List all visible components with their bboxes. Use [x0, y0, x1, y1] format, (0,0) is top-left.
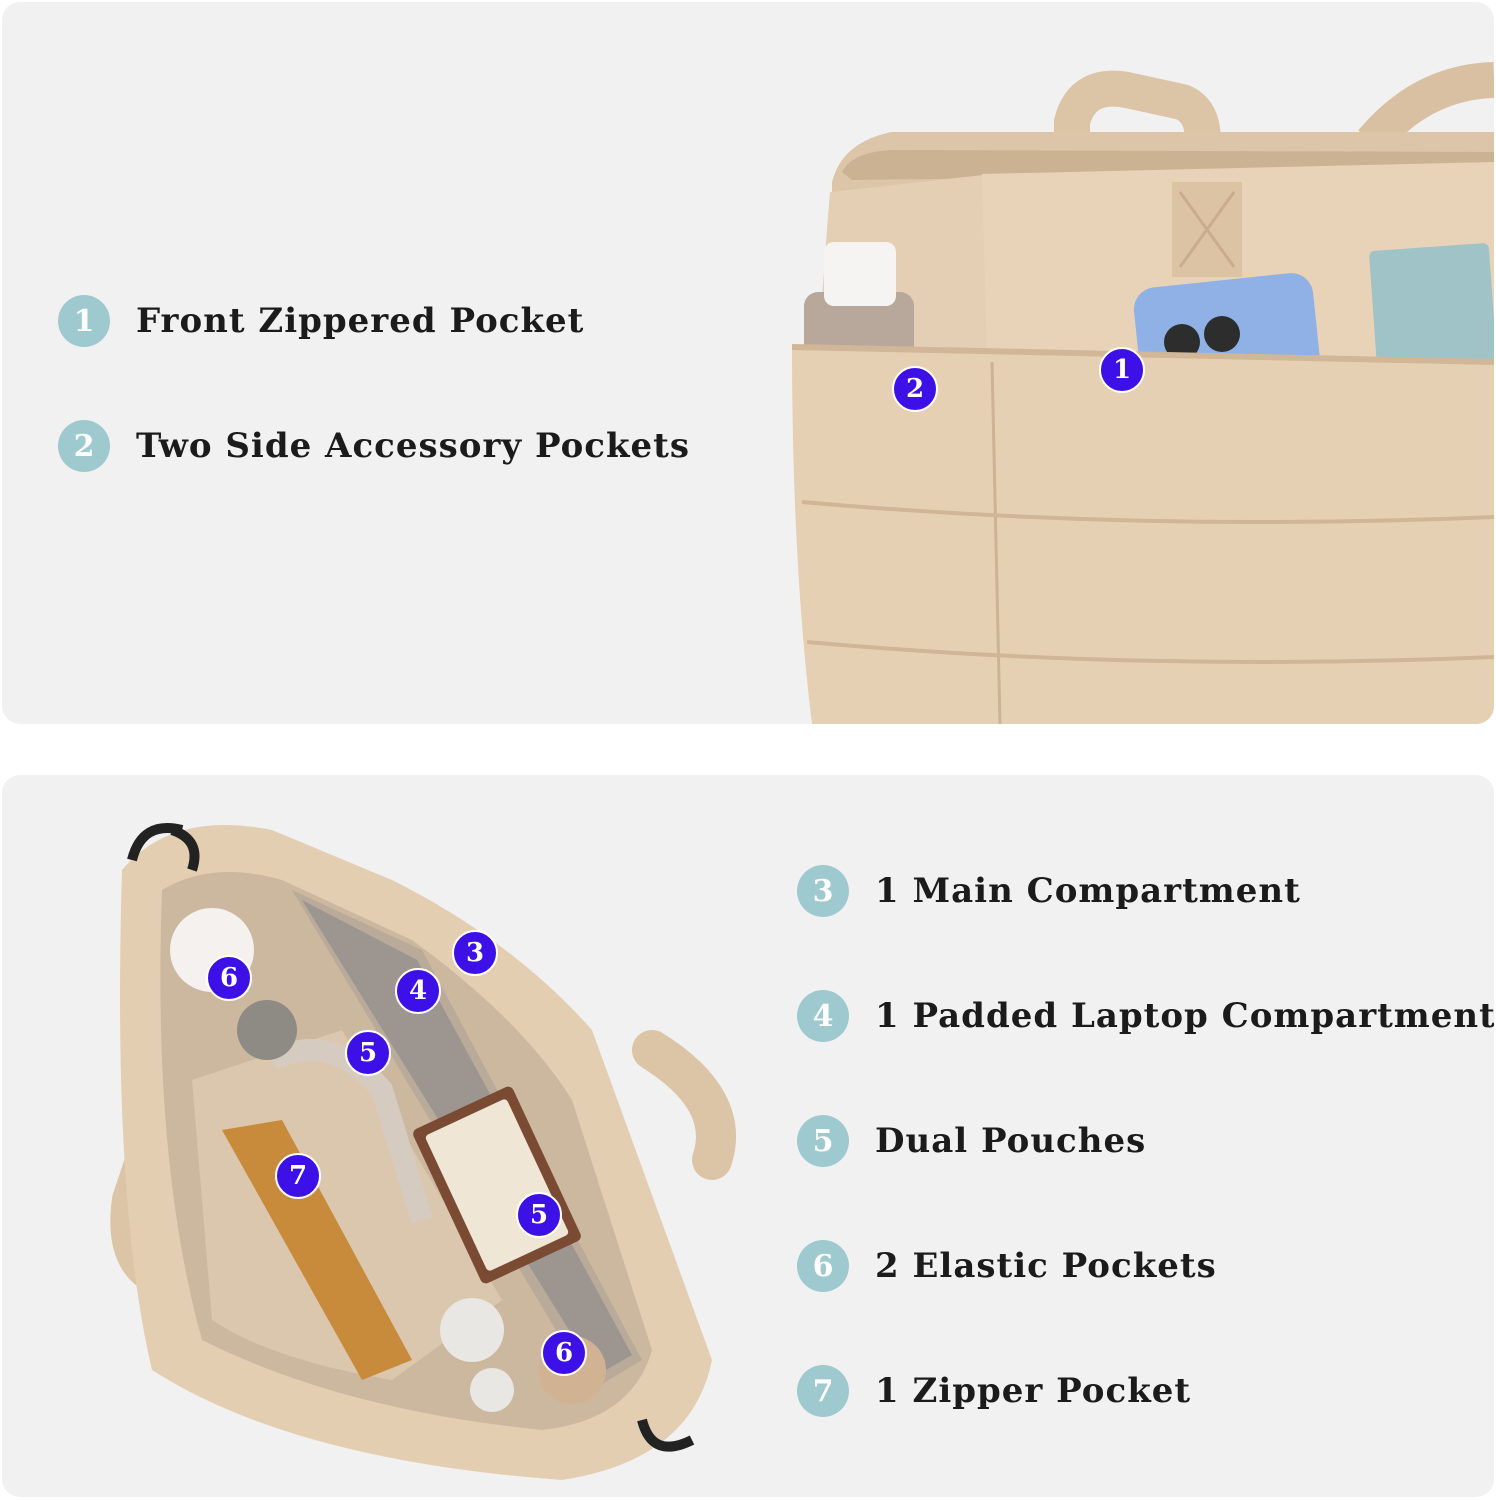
feature-row-laptop-compartment: 4 1 Padded Laptop Compartment [797, 990, 1494, 1042]
feature-row-main-compartment: 3 1 Main Compartment [797, 865, 1301, 917]
feature-row-front-zippered-pocket: 1 Front Zippered Pocket [58, 295, 584, 347]
photo-marker-side-accessory-pockets: 2 [892, 366, 938, 412]
feature-label: 1 Padded Laptop Compartment [875, 996, 1494, 1036]
tote-bag-interior-photo [110, 823, 736, 1480]
feature-label: 1 Main Compartment [875, 871, 1301, 911]
photo-marker-main-compartment: 3 [452, 930, 498, 976]
top-feature-panel: 1 Front Zippered Pocket 2 Two Side Acces… [2, 2, 1494, 724]
feature-label: Dual Pouches [875, 1121, 1147, 1161]
feature-label: Front Zippered Pocket [136, 301, 585, 341]
feature-label: 2 Elastic Pockets [875, 1246, 1217, 1286]
photo-marker-pouch-upper: 5 [345, 1030, 391, 1076]
photo-marker-laptop-compartment: 4 [395, 968, 441, 1014]
tote-bag-front-photo [791, 62, 1494, 724]
bottom-feature-panel: 3 4 5 5 6 6 7 3 1 Main Compartment 4 1 P… [2, 775, 1494, 1497]
photo-marker-elastic-pocket-upper: 6 [206, 955, 252, 1001]
number-badge: 6 [797, 1240, 849, 1292]
feature-row-dual-pouches: 5 Dual Pouches [797, 1115, 1146, 1167]
number-badge: 7 [797, 1365, 849, 1417]
number-badge: 5 [797, 1115, 849, 1167]
feature-row-zipper-pocket: 7 1 Zipper Pocket [797, 1365, 1191, 1417]
photo-marker-zipper-pocket: 7 [275, 1153, 321, 1199]
photo-marker-pouch-lower: 5 [516, 1192, 562, 1238]
photo-marker-elastic-pocket-lower: 6 [541, 1330, 587, 1376]
number-badge: 4 [797, 990, 849, 1042]
feature-label: Two Side Accessory Pockets [136, 426, 691, 466]
feature-row-side-accessory-pockets: 2 Two Side Accessory Pockets [58, 420, 690, 472]
feature-label: 1 Zipper Pocket [875, 1371, 1192, 1411]
number-badge: 2 [58, 420, 110, 472]
number-badge: 1 [58, 295, 110, 347]
photo-marker-front-zippered-pocket: 1 [1099, 347, 1145, 393]
feature-row-elastic-pockets: 6 2 Elastic Pockets [797, 1240, 1217, 1292]
number-badge: 3 [797, 865, 849, 917]
